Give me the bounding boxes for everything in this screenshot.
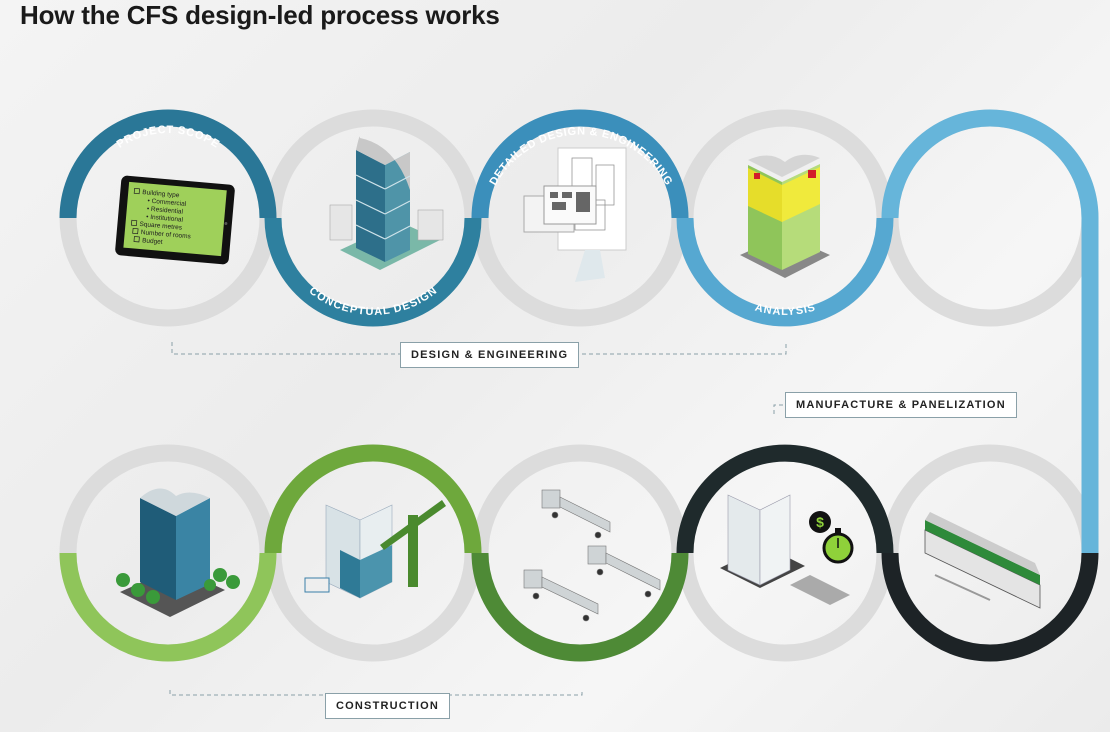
monitor-illustration (523, 147, 627, 282)
process-path (59, 109, 1099, 662)
svg-text:• Residential: • Residential (147, 206, 184, 216)
panel-stack (790, 575, 850, 605)
phase-label-construction: CONSTRUCTION (325, 693, 451, 719)
stopwatch-icon (822, 528, 854, 564)
svg-text:• Institutional: • Institutional (146, 213, 184, 223)
page-title: How the CFS design-led process works (20, 0, 500, 30)
manufacturing-machine-illustration (924, 512, 1041, 609)
phase-label-design-engineering: DESIGN & ENGINEERING (400, 342, 580, 368)
svg-text:$: $ (816, 514, 824, 530)
framed-building-illustration (720, 494, 850, 605)
svg-text:Number of rooms: Number of rooms (140, 229, 191, 240)
svg-text:• Commercial: • Commercial (147, 198, 187, 208)
phase-label-manufacture-panelization: MANUFACTURE & PANELIZATION (785, 392, 1017, 418)
conceptual-building-illustration (329, 136, 444, 270)
dollar-icon: $ (809, 511, 831, 533)
checklist: Building type • Commercial • Residential… (131, 187, 192, 246)
completed-building-illustration (116, 488, 240, 617)
svg-text:Square metres: Square metres (139, 221, 183, 232)
construction-crane-illustration (304, 500, 446, 599)
analysis-building-illustration (740, 154, 830, 278)
step-label-analysis: ANALYSIS (754, 302, 817, 318)
trucks-illustration (523, 489, 661, 622)
svg-text:Building type: Building type (142, 189, 180, 199)
tablet-illustration: Building type • Commercial • Residential… (115, 175, 235, 265)
svg-text:Budget: Budget (142, 237, 163, 246)
